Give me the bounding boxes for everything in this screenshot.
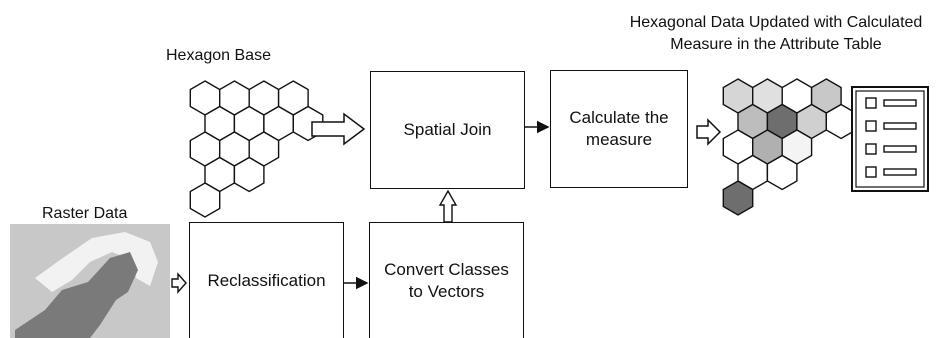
table-checkbox-icon [865,166,877,178]
table-checkbox-icon [865,97,877,109]
calculate-measure-box: Calculate the measure [550,70,688,188]
attribute-table-icon [851,86,929,192]
hexagon-cell [722,180,754,216]
table-row-line [883,168,917,176]
raster-image-icon [10,224,170,338]
hollow-arrow-to-output [696,118,722,146]
table-row-line [883,99,917,107]
table-row-line [883,122,917,130]
hexagon-cell [189,182,221,218]
convert-classes-label: Convert Classes to Vectors [384,260,509,301]
reclassification-label: Reclassification [207,271,326,290]
hollow-arrow-to-spatial-join [311,112,366,146]
calculate-measure-label: Calculate the measure [569,108,669,149]
reclassification-box: Reclassification [189,222,344,338]
spatial-join-box: Spatial Join [370,71,525,189]
hexagon-cell [233,156,265,193]
table-checkbox-icon [865,143,877,155]
spatial-join-label: Spatial Join [403,120,492,139]
hexagon-cell [766,154,798,191]
hexagon-base-label: Hexagon Base [166,47,271,64]
convert-classes-box: Convert Classes to Vectors [369,222,524,338]
raster-data-label: Raster Data [42,205,128,222]
hexagon-grid-icon [189,80,324,218]
shaded-hexagon-grid-icon [722,78,857,216]
hollow-arrow-raster-to-reclassification [171,272,187,294]
output-title-label: Hexagonal Data Updated with Calculated M… [629,14,923,53]
hollow-arrow-up-to-spatial-join [438,189,458,223]
table-checkbox-icon [865,120,877,132]
table-row-line [883,145,917,153]
